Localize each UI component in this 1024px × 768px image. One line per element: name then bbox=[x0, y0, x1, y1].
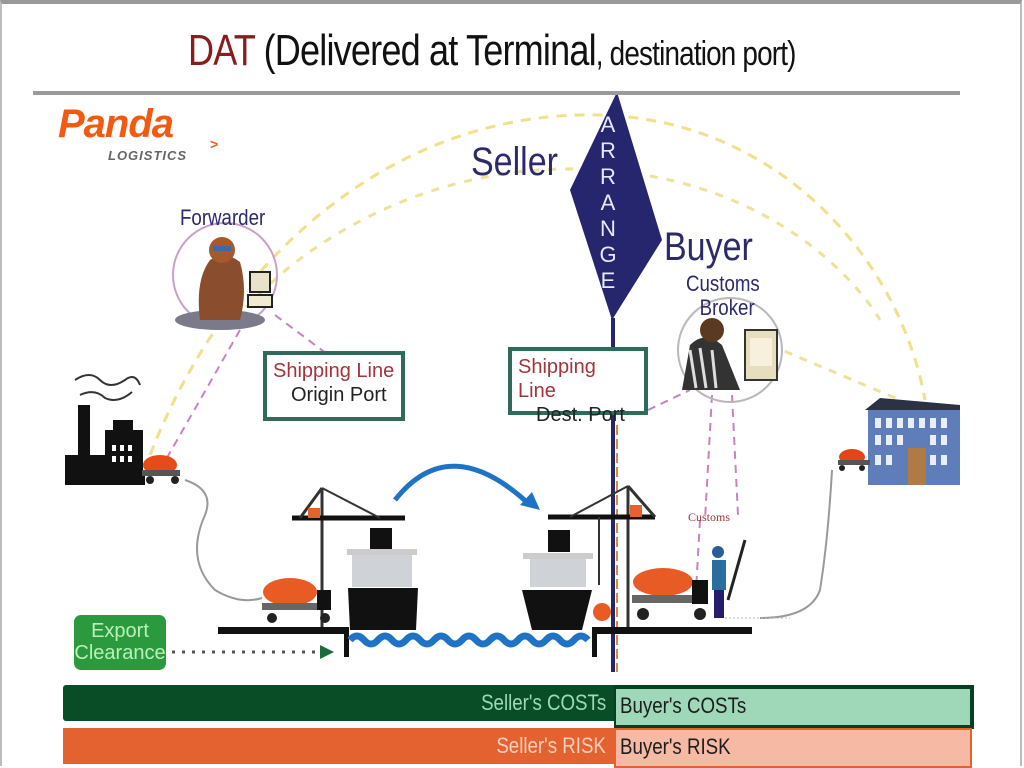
seller-costs-label: Seller's COSTs bbox=[480, 690, 606, 715]
dest-ship-icon bbox=[522, 530, 593, 630]
dest-dock bbox=[592, 627, 752, 634]
arrange-letter: N bbox=[600, 216, 616, 241]
arrange-label: A R R A N G E bbox=[598, 112, 618, 294]
origin-dock-edge bbox=[344, 627, 349, 657]
warehouse-to-port-route bbox=[759, 469, 833, 619]
seller-label: Seller bbox=[471, 140, 558, 184]
arrange-letter: A bbox=[600, 190, 616, 215]
export-line1: Export bbox=[91, 620, 149, 642]
factory-to-port-route bbox=[184, 479, 263, 602]
logo-brand: Panda bbox=[58, 102, 174, 146]
warehouse-truck-icon bbox=[838, 449, 870, 471]
customs-broker-label: Customs Broker bbox=[686, 272, 760, 320]
title-sub: , destination port) bbox=[595, 35, 797, 73]
dest-box-line1: Shipping Line bbox=[518, 356, 596, 402]
seller-costs-bar: Seller's COSTs bbox=[63, 685, 616, 721]
origin-ship-icon bbox=[347, 528, 418, 630]
origin-crane-icon bbox=[292, 487, 405, 627]
broker-customs-link-2 bbox=[731, 394, 739, 516]
forwarder-person-icon bbox=[175, 237, 273, 330]
export-clearance-box: Export Clearance bbox=[74, 615, 166, 670]
arrange-kite bbox=[570, 92, 662, 320]
seller-arrange-arc-inner bbox=[233, 167, 882, 321]
buyer-costs-bar: Buyer's COSTs bbox=[614, 685, 974, 729]
customs-label: Customs bbox=[688, 510, 731, 524]
factory-truck-icon bbox=[142, 455, 180, 484]
broker-shipline-link bbox=[647, 389, 691, 411]
title-main: (Delivered at Terminal bbox=[263, 26, 597, 75]
buyer-risk-label: Buyer's RISK bbox=[620, 734, 731, 759]
seller-risk-label: Seller's RISK bbox=[496, 733, 606, 758]
water-waves bbox=[347, 632, 591, 648]
factory-icon bbox=[65, 374, 145, 485]
buyer-risk-bar: Buyer's RISK bbox=[614, 728, 972, 768]
origin-dock bbox=[218, 627, 348, 634]
buyer-costs-label: Buyer's COSTs bbox=[620, 693, 747, 718]
sea-transfer-arrowhead bbox=[520, 492, 540, 510]
broker-circle bbox=[677, 297, 783, 403]
export-line2: Clearance bbox=[74, 642, 166, 664]
buyer-label: Buyer bbox=[664, 225, 753, 269]
arrange-letter: R bbox=[600, 138, 616, 163]
customs-truck-link bbox=[695, 519, 701, 591]
customs-officer-icon bbox=[712, 539, 747, 618]
origin-truck-icon bbox=[262, 578, 331, 623]
title-abbr: DAT bbox=[188, 26, 255, 75]
arrange-letter: E bbox=[600, 268, 616, 293]
shipping-line-dest-box: Shipping Line Dest. Port bbox=[508, 347, 648, 426]
broker-customs-link-1 bbox=[704, 394, 713, 521]
customs-broker-person-icon bbox=[682, 318, 778, 390]
panda-logistics-logo: Panda LOGISTICS > bbox=[58, 102, 218, 163]
arrange-letter: A bbox=[600, 112, 616, 137]
warehouse-building-icon bbox=[865, 398, 960, 485]
origin-box-line2: Origin Port bbox=[291, 384, 387, 406]
arrange-letter: R bbox=[600, 164, 616, 189]
logo-subtitle: LOGISTICS bbox=[108, 148, 188, 163]
broker-link-dashed bbox=[769, 343, 901, 402]
dest-crane-icon bbox=[548, 485, 657, 627]
logo-arrow-icon: > bbox=[210, 136, 219, 152]
shipping-line-origin-box: Shipping Line Origin Port bbox=[263, 351, 405, 421]
dest-box-line2: Dest. Port bbox=[536, 404, 625, 426]
origin-box-line1: Shipping Line bbox=[273, 360, 395, 382]
dest-dock-edge bbox=[592, 627, 597, 657]
seller-risk-bar: Seller's RISK bbox=[63, 728, 616, 764]
dest-truck-icon bbox=[632, 568, 708, 620]
customs-broker-line1: Customs bbox=[686, 271, 760, 296]
customs-broker-line2: Broker bbox=[699, 295, 755, 320]
forwarder-label: Forwarder bbox=[180, 205, 266, 230]
page-title: DAT (Delivered at Terminal, destination … bbox=[188, 26, 796, 76]
arrange-letter: G bbox=[599, 242, 617, 267]
sea-transfer-arrow bbox=[393, 463, 532, 507]
export-arrowhead bbox=[320, 645, 334, 659]
seller-arrange-arc-outer bbox=[148, 113, 927, 456]
title-divider bbox=[33, 91, 960, 95]
